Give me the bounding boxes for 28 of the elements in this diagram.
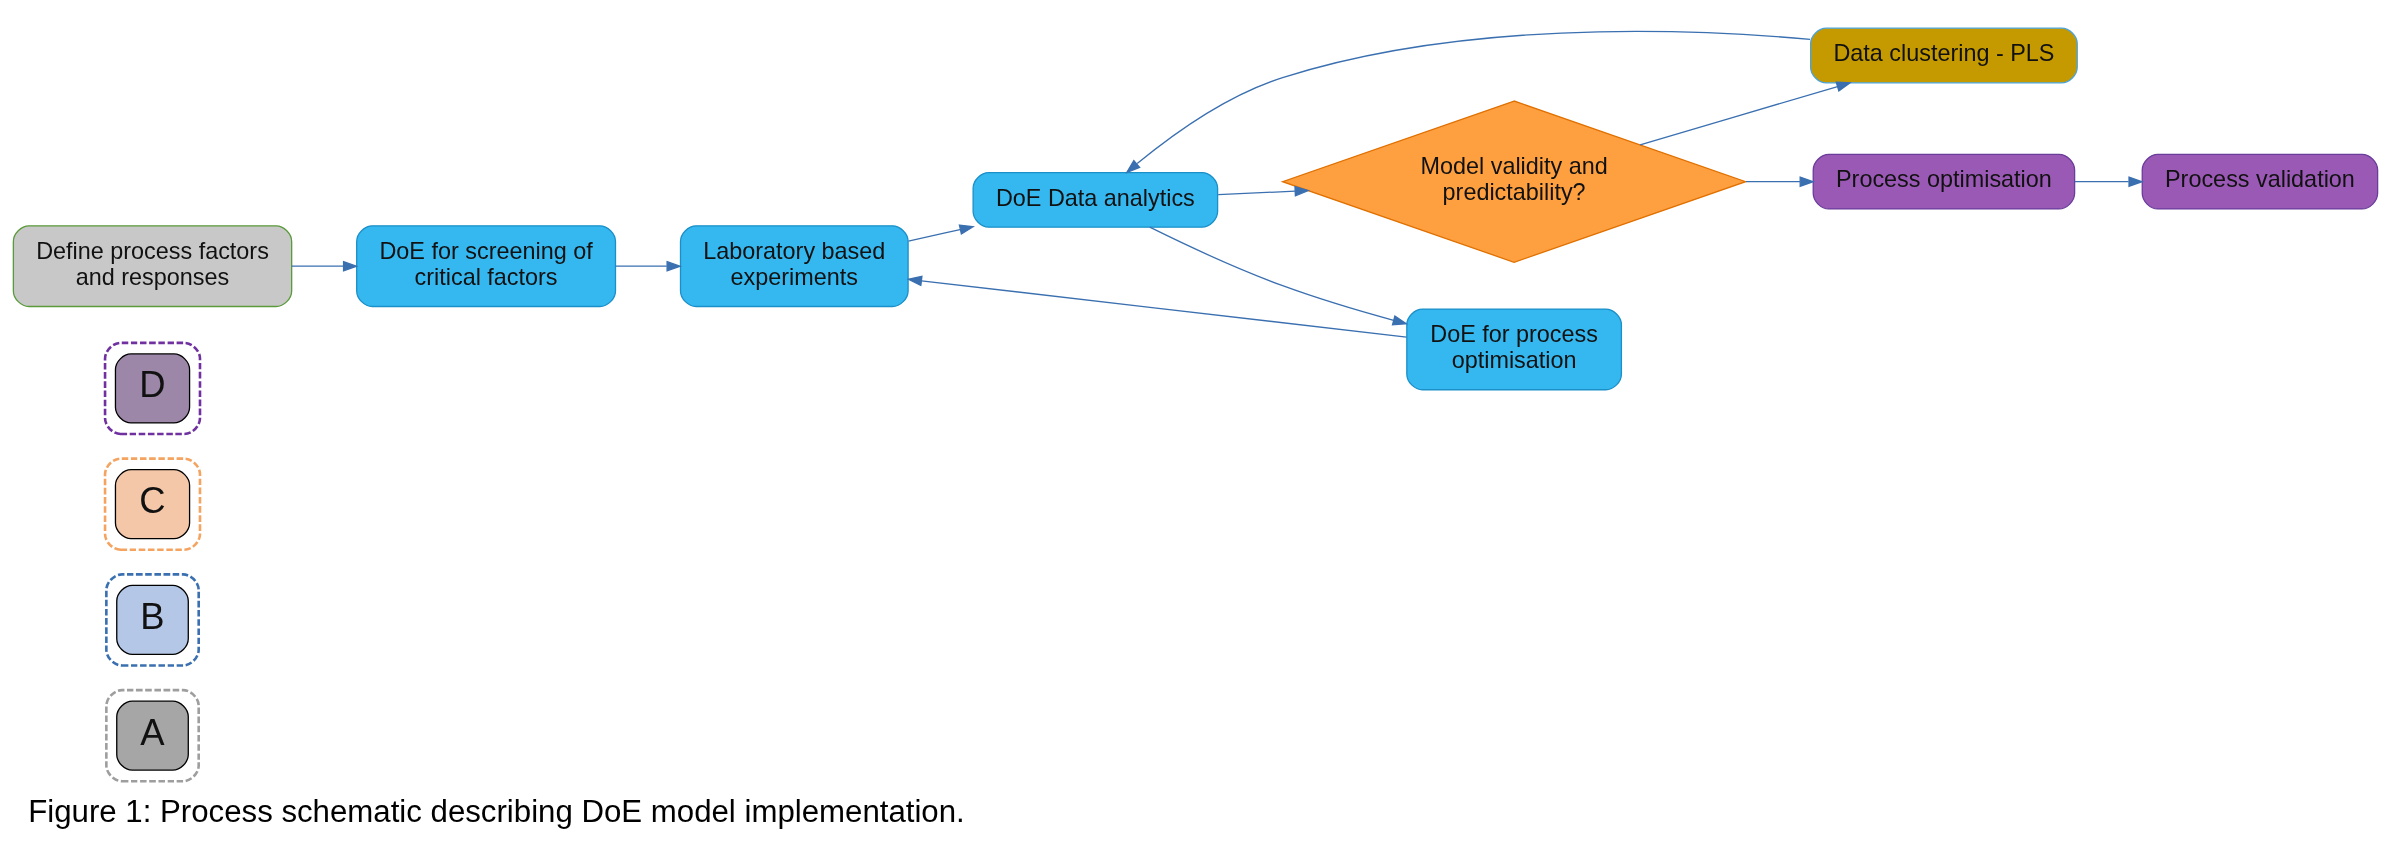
arrow — [1125, 30, 1811, 174]
node-box: DoE for screening of critical factors — [356, 225, 617, 308]
node-box: Process optimisation — [1812, 153, 2076, 210]
node-box: Laboratory based experiments — [679, 225, 909, 308]
node-diamond: Model validity and predictability? — [1280, 100, 1748, 263]
cluster — [105, 573, 200, 667]
node-box: D — [114, 353, 191, 424]
cluster — [105, 688, 200, 783]
node-box: Process validation — [2141, 153, 2379, 210]
arrow — [1745, 176, 1816, 188]
node-box: Data clustering - PLS — [1810, 27, 2078, 84]
arrow — [615, 260, 683, 272]
arrow — [1639, 81, 1852, 146]
cluster — [103, 457, 202, 551]
node-box: A — [116, 700, 189, 771]
node-box: C — [114, 469, 191, 540]
arrow — [1217, 185, 1311, 197]
caption: Figure 1: Process schematic describing DoE model implementation. — [28, 793, 965, 829]
node-box: B — [116, 584, 189, 656]
arrow — [1149, 226, 1409, 326]
arrow — [291, 260, 359, 272]
arrow — [907, 224, 975, 242]
node-box: Define process factors and responses — [12, 225, 293, 308]
arrow — [2074, 176, 2144, 188]
node-box: DoE for process optimisation — [1406, 308, 1623, 391]
cluster — [103, 341, 202, 436]
arrow — [906, 275, 1408, 338]
node-box: DoE Data analytics — [972, 171, 1219, 228]
